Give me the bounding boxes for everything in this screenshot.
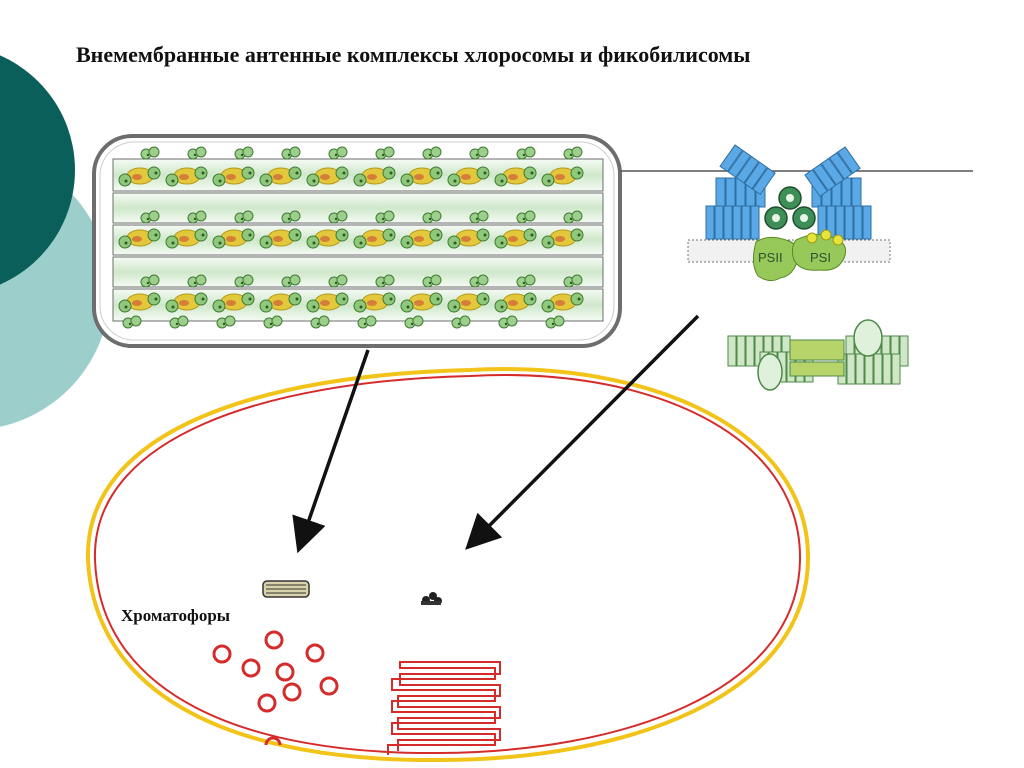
phycobiliprotein-rod: [714, 205, 724, 240]
phycobiliprotein-rod: [862, 205, 872, 240]
chlorosome-diagram: [92, 134, 622, 348]
lamellar-membranes: [387, 661, 501, 755]
phycobilisome-rod-segment: [891, 353, 901, 385]
arrow-phycobilisome: [465, 314, 700, 550]
phycobiliprotein-rod: [844, 205, 854, 240]
phycobilisome-rod-segment: [727, 335, 737, 367]
phycobilisome-rod-segment: [745, 335, 755, 367]
phycobilisome-diagram: PSII PSI: [687, 144, 891, 282]
phycobiliprotein-rod: [804, 169, 828, 197]
phycobilisome-rod-segment: [882, 353, 892, 385]
phycobilisome-rod-segment: [855, 353, 865, 385]
core-disc: [757, 353, 783, 391]
phycobiliprotein-rod: [837, 146, 861, 175]
chromatophores-label: Хроматофоры: [121, 606, 231, 625]
slide-title: Внемембранные антенные комплексы хлоросо…: [76, 42, 751, 67]
phycobiliprotein-rod: [727, 150, 752, 178]
phycobiliprotein-rod: [723, 205, 733, 240]
core-linker: [789, 361, 845, 377]
phycobiliprotein-rod: [812, 163, 837, 192]
phycobilisome-rod-segment: [846, 353, 856, 385]
phycobilisome-rod-segment: [899, 335, 909, 367]
phycobiliprotein-rod: [820, 157, 845, 186]
phycobiliprotein-rod: [851, 177, 862, 208]
phycobiliprotein-rod: [841, 177, 852, 208]
psii-label: PSII: [758, 250, 783, 265]
psi-label: PSI: [810, 250, 831, 265]
phycobiliprotein-rod: [750, 205, 760, 240]
chlorosome-small-icon: [262, 580, 310, 598]
phycobiliprotein-rod: [743, 161, 768, 190]
bacterial-cell: [85, 367, 811, 763]
phycobiliprotein-rod: [732, 205, 742, 240]
phycobiliprotein-rod: [715, 177, 726, 208]
phycobiliprotein-rod: [741, 205, 751, 240]
phycobiliprotein-rod: [705, 205, 715, 240]
decor-dark-teal-circle: [0, 55, 75, 285]
chromatophore-vesicles: [212, 630, 339, 746]
phycobiliprotein-rod: [853, 205, 863, 240]
phycobilisome-rod-segment: [864, 353, 874, 385]
phycobiliprotein-rod: [725, 177, 736, 208]
phycobiliprotein-rod: [835, 205, 845, 240]
phycobiliprotein-rod: [752, 167, 776, 196]
phycobilisome-small-icon: [421, 592, 442, 605]
arrow-chlorosome: [292, 349, 370, 554]
phycobilisome-rod-segment: [736, 335, 746, 367]
phycobiliprotein-rod: [719, 144, 744, 173]
core-disc: [853, 319, 883, 357]
core-linker: [789, 339, 845, 361]
phycobilisome-rod-segment: [873, 353, 883, 385]
phycobilisome-side-view: [727, 319, 909, 391]
phycobiliprotein-rod: [828, 151, 853, 180]
phycobiliprotein-rod: [735, 155, 760, 184]
